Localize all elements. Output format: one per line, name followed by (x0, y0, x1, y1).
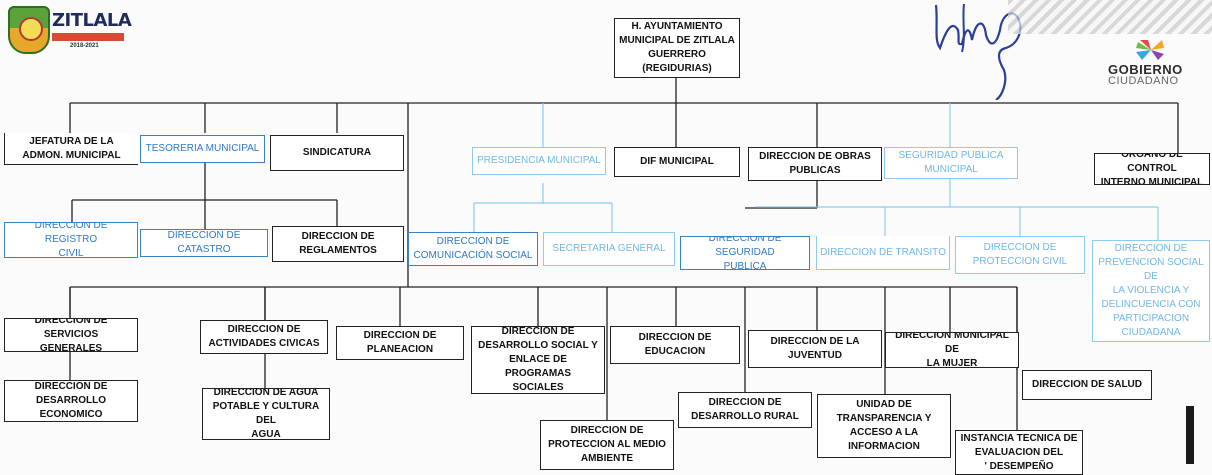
direccion-agua-potable: DIRECCION DE AGUA POTABLE Y CULTURA DEL … (202, 388, 330, 440)
zitlala-band (52, 33, 124, 41)
direccion-proteccion-civil: DIRECCION DE PROTECCION CIVIL (955, 236, 1085, 274)
direccion-proteccion-medio-ambiente: DIRECCION DE PROTECCION AL MEDIO AMBIENT… (540, 420, 674, 470)
zitlala-title: ZITLALA (52, 10, 132, 31)
unidad-transparencia: UNIDAD DE TRANSPARENCIA Y ACCESO A LA IN… (817, 394, 951, 458)
instancia-tecnica-evaluacion: INSTANCIA TECNICA DE EVALUACION DEL ' DE… (955, 430, 1083, 475)
direccion-transito: DIRECCION DE TRANSITO (816, 236, 950, 270)
direccion-juventud: DIRECCION DE LA JUVENTUD (748, 330, 882, 368)
sindicatura: SINDICATURA (270, 135, 404, 171)
presidencia-municipal: PRESIDENCIA MUNICIPAL (472, 147, 606, 175)
zitlala-years: 2018-2021 (70, 43, 99, 49)
direccion-actividades-civicas: DIRECCION DE ACTIVIDADES CIVICAS (200, 320, 328, 354)
direccion-municipal-mujer: DIRECCION MUNICIPAL DE LA MUJER (885, 332, 1019, 368)
signature-icon (934, 3, 1022, 100)
direccion-educacion: DIRECCION DE EDUCACION (610, 326, 740, 364)
direccion-servicios-generales: DIRECCION DE SERVICIOS GENERALES (4, 318, 138, 352)
direccion-desarrollo-rural: DIRECCION DE DESARROLLO RURAL (678, 392, 812, 428)
direccion-catastro: DIRECCION DE CATASTRO (140, 229, 268, 257)
jefatura-administracion: JEFATURA DE LA ADMON. MUNICIPAL (4, 133, 138, 165)
direccion-obras-publicas: DIRECCION DE OBRAS PUBLICAS (748, 147, 882, 181)
direccion-planeacion: DIRECCION DE PLANEACION (336, 326, 464, 360)
gobierno-ciudadano-logo: GOBIERNO CIUDADANO (1100, 38, 1210, 88)
dif-municipal: DIF MUNICIPAL (614, 147, 740, 177)
root-ayuntamiento: H. AYUNTAMIENTO MUNICIPAL DE ZITLALA GUE… (614, 18, 740, 78)
pinwheel-icon (1136, 40, 1164, 60)
direccion-desarrollo-social: DIRECCION DE DESARROLLO SOCIAL Y ENLACE … (471, 326, 605, 394)
direccion-seguridad-publica: DIRECCION DE SEGURIDAD PUBLICA (680, 236, 810, 270)
margin-mark (1186, 406, 1194, 464)
secretaria-general: SECRETARIA GENERAL (543, 232, 675, 266)
direccion-reglamentos: DIRECCION DE REGLAMENTOS (272, 226, 404, 262)
direccion-salud: DIRECCION DE SALUD (1022, 370, 1152, 400)
municipal-shield-icon (8, 6, 50, 54)
direccion-prevencion-social: DIRECCION DE PREVENCION SOCIAL DE LA VIO… (1092, 240, 1210, 342)
stamp-icon (1008, 0, 1212, 34)
organo-control-interno: ORGANO DE CONTROL INTERNO MUNICIPAL (1094, 153, 1210, 185)
direccion-desarrollo-economico: DIRECCION DE DESARROLLO ECONOMICO (4, 380, 138, 422)
tesoreria-municipal: TESORERIA MUNICIPAL (140, 135, 265, 163)
direccion-comunicacion-social: DIRECCION DE COMUNICACIÓN SOCIAL (408, 232, 538, 266)
seguridad-publica-municipal: SEGURIDAD PUBLICA MUNICIPAL (884, 147, 1018, 179)
ciudadano-word: CIUDADANO (1108, 75, 1179, 87)
gobierno-word: GOBIERNO (1108, 62, 1183, 77)
direccion-registro-civil: DIRECCION DE REGISTRO CIVIL (4, 222, 138, 258)
zitlala-logo: ZITLALA 2018-2021 (8, 6, 132, 54)
